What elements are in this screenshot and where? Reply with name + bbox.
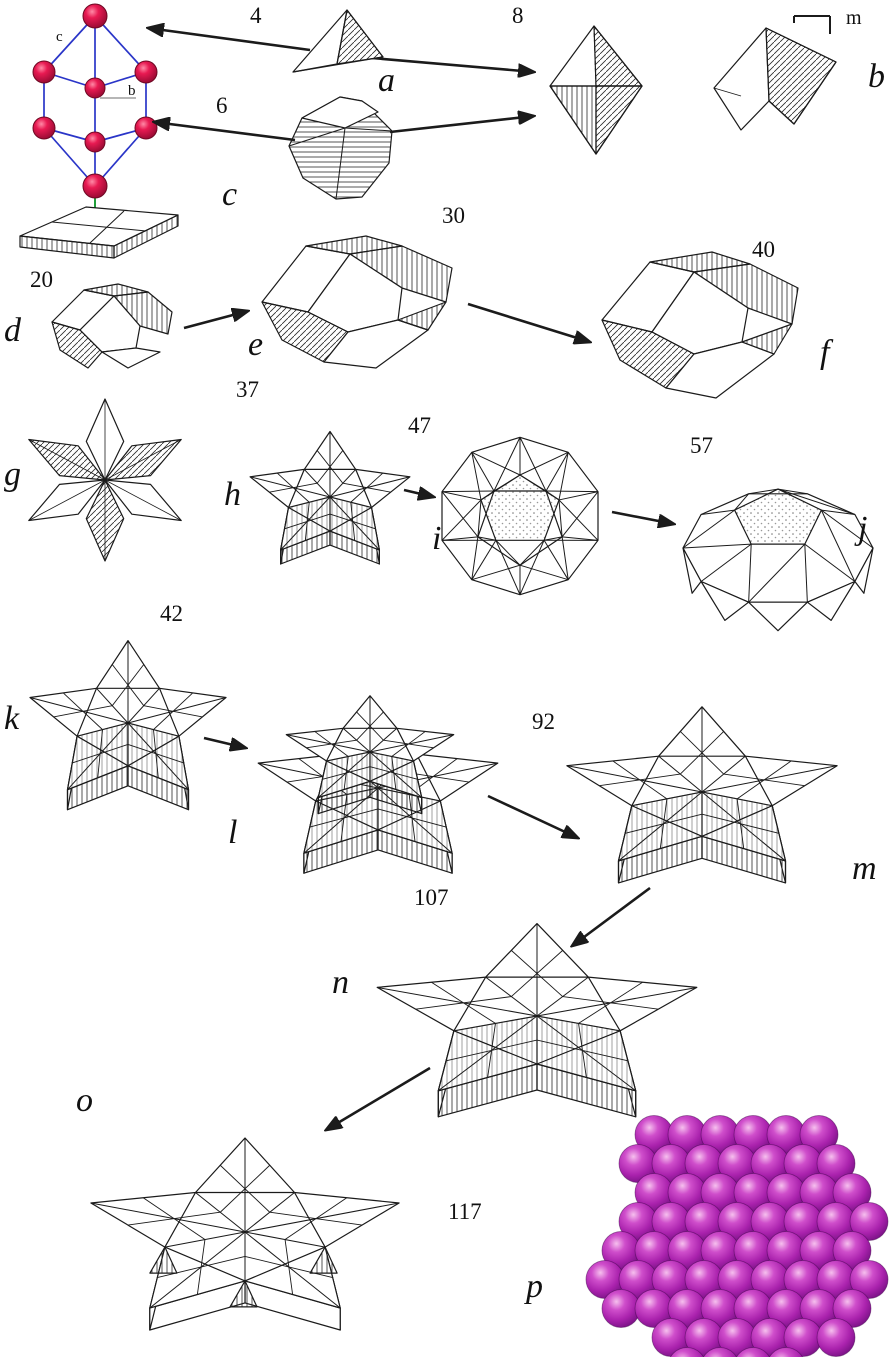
panel-label-i: i [432,520,442,557]
panel-label-f: f [820,334,830,371]
panel-label-d: d [4,312,21,349]
five-point-star-dome-figure-m [566,706,838,884]
panel-label-c: c [222,176,238,213]
atom-count-label: 107 [414,885,449,910]
atom-count-label: 57 [690,433,713,458]
star-wireframe-figure [90,1137,400,1331]
six-petal-star-figure [28,398,182,562]
atom-count-label: 42 [160,601,183,626]
crystal-structure-model [32,3,158,214]
atom-sphere-cluster-figure [585,1115,889,1357]
atom-count-label: 20 [30,267,53,292]
flat-plate-figure [19,206,179,259]
cluster-figure-f [601,251,799,399]
atom-count-label: 4 [250,3,262,28]
atom-count-label: 117 [448,1199,482,1224]
panel-label-e: e [248,326,264,363]
atom-count-label: 30 [442,203,465,228]
growth-sequence-arrows [148,28,674,1130]
tetrahedron-figure [292,9,384,73]
crystal-axis-label-c: c [56,29,63,45]
panel-label-b: b [868,58,885,95]
atom-count-label: 40 [752,237,775,262]
five-point-star-dome-figure-k [29,639,227,811]
five-point-star-dome-figure-n [376,922,698,1118]
elongated-octahedron-figure [549,25,643,155]
tiered-star-cluster-figure [257,695,499,874]
triangulated-dome-figure [682,488,874,632]
atom-count-label: 47 [408,413,431,438]
five-point-star-dome-figure-h [249,430,411,565]
atom-count-label: 8 [512,3,524,28]
atom-count-label: 6 [216,93,228,118]
atom-count-label: 92 [532,709,555,734]
triangulated-polyhedron-figure [441,436,599,596]
orientation-mark-label: m [846,7,862,29]
cluster-figure-e [261,235,453,369]
banded-polyhedron-figure [288,96,393,200]
panel-label-p: p [526,1268,543,1305]
atom-count-label: 37 [236,377,259,402]
panel-label-g: g [4,456,21,493]
crystal-axis-label-b: b [128,83,136,99]
orientation-mark [793,15,831,34]
notched-bipyramid-figure [713,27,837,131]
panel-label-o: o [76,1082,93,1119]
panel-label-l: l [228,814,238,851]
panel-label-j: j [858,510,868,547]
panel-label-h: h [224,476,241,513]
panel-label-a: a [378,62,395,99]
panel-label-n: n [332,964,349,1001]
panel-label-m: m [852,850,877,887]
cluster-figure-d [51,283,173,369]
panel-label-k: k [4,700,20,737]
